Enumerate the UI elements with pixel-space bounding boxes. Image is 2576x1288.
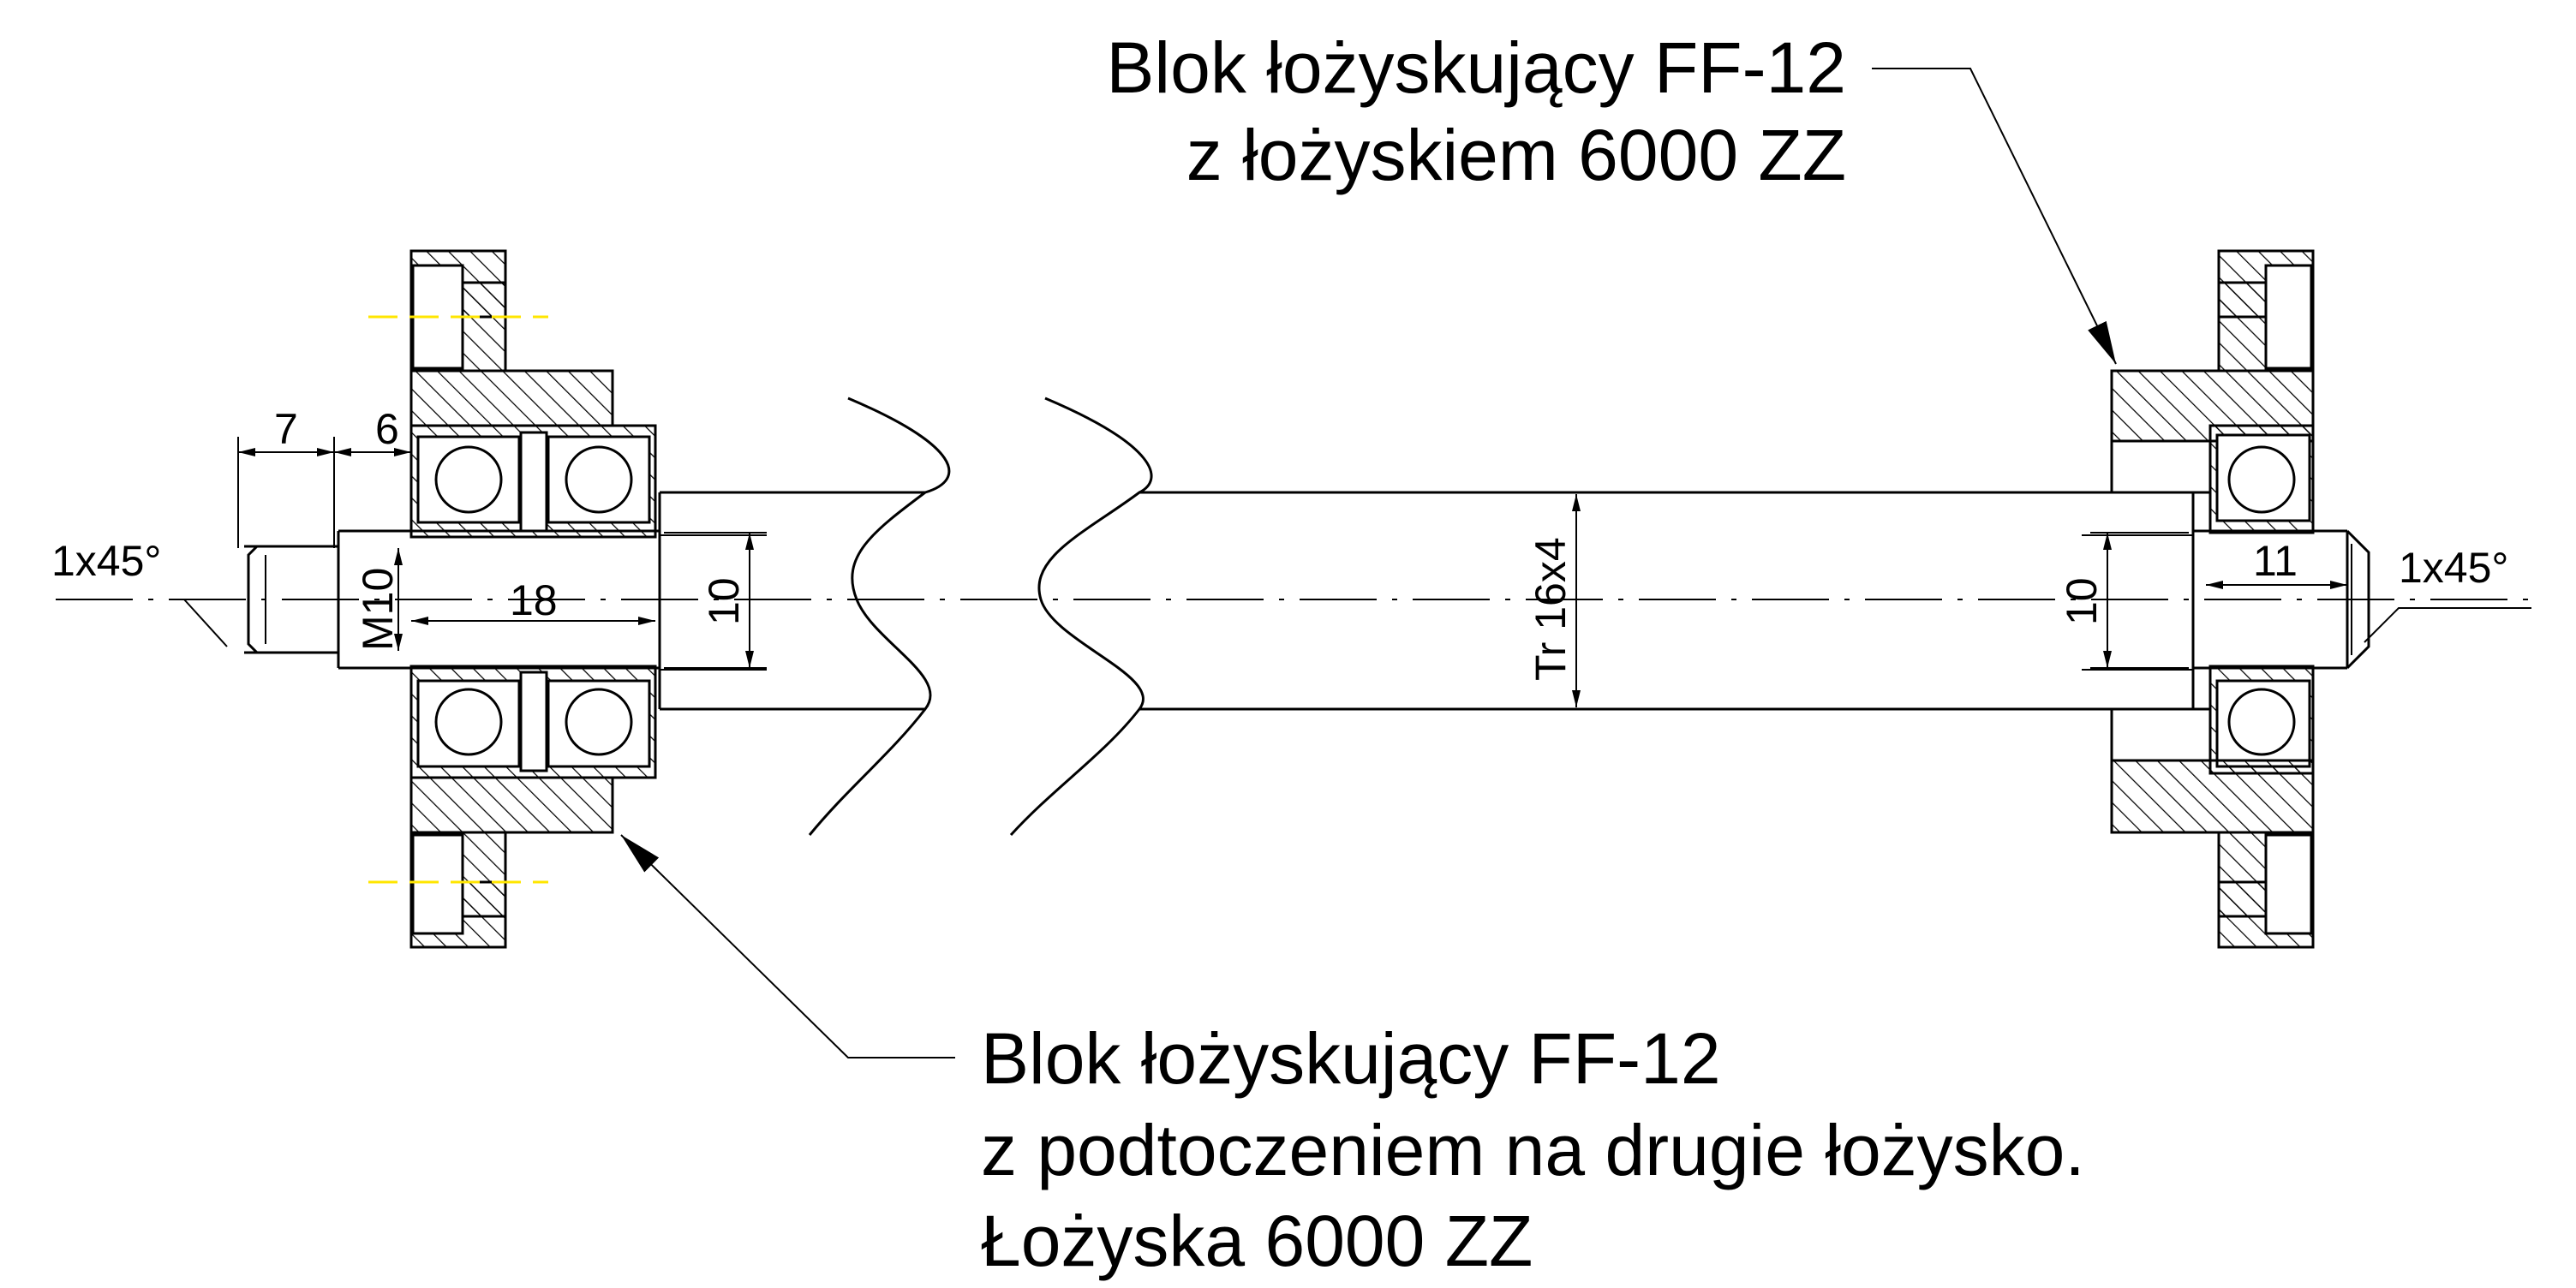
break-lines <box>808 397 1153 837</box>
dim-6: 6 <box>375 405 399 453</box>
dim-10-right: 10 <box>2058 577 2106 625</box>
top-callout-line1: Blok łożyskujący FF-12 <box>1106 27 1846 108</box>
right-bearing-block <box>2110 249 2315 949</box>
top-callout-line2: z łożyskiem 6000 ZZ <box>1186 115 1846 195</box>
bottom-callout-line1: Blok łożyskujący FF-12 <box>981 1018 1721 1099</box>
dim-chamfer-right: 1x45° <box>2399 544 2508 592</box>
bottom-callout-leader <box>620 834 955 1058</box>
left-bearing-block <box>368 249 657 949</box>
dim-11: 11 <box>2253 537 2298 585</box>
bottom-callout-line2: z podtoczeniem na drugie łożysko. <box>981 1110 2085 1190</box>
dim-10-left: 10 <box>700 577 748 625</box>
top-callout-leader <box>1872 68 2117 365</box>
dim-tr-16x4: Tr 16x4 <box>1527 537 1575 681</box>
dim-m10: M10 <box>354 568 402 651</box>
dim-chamfer-left: 1x45° <box>51 537 161 585</box>
dimensions <box>183 437 2531 707</box>
dim-7: 7 <box>274 405 298 453</box>
shaft <box>244 491 2370 711</box>
bottom-callout-line3: Łożyska 6000 ZZ <box>981 1201 1533 1281</box>
dim-18: 18 <box>510 576 558 624</box>
